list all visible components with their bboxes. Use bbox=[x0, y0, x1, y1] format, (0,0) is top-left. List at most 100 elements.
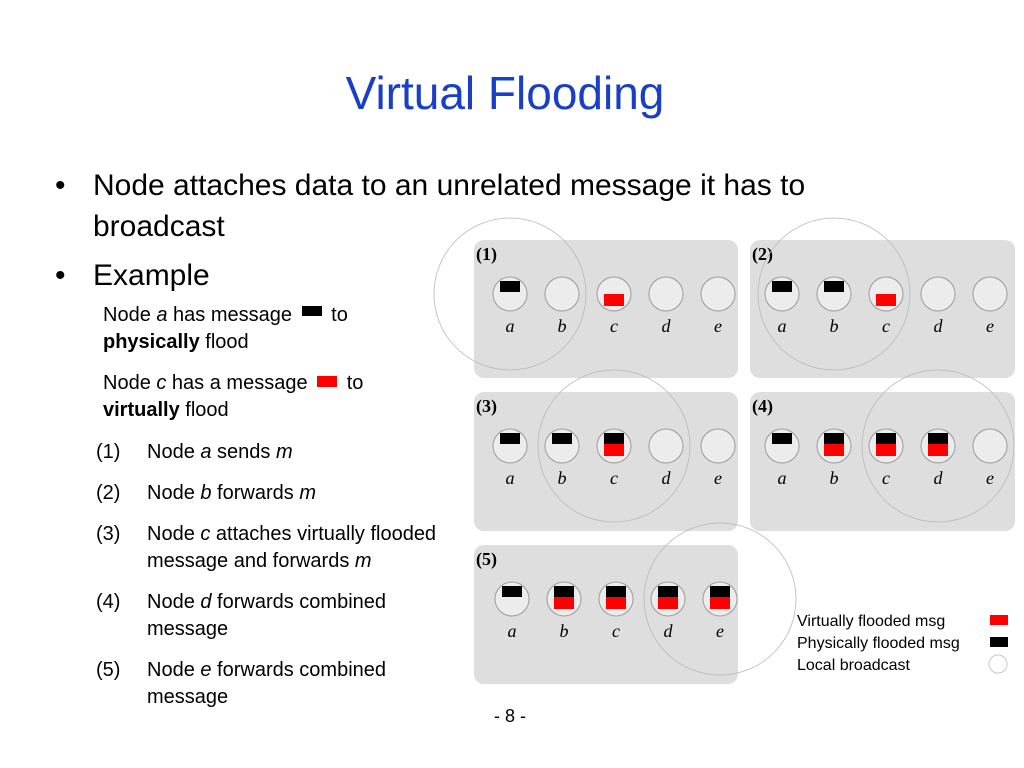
node-d bbox=[920, 276, 956, 312]
physical-msg-mark bbox=[928, 433, 948, 444]
node-label: d bbox=[664, 621, 674, 641]
node-label: c bbox=[612, 621, 620, 641]
step-text: Node bbox=[147, 523, 201, 545]
step-text: message bbox=[147, 686, 229, 708]
virtual-msg-mark bbox=[876, 444, 896, 456]
node-name: e bbox=[200, 659, 212, 681]
node-label: b bbox=[558, 316, 567, 336]
node-label: c bbox=[882, 316, 890, 336]
node-label: c bbox=[610, 316, 618, 336]
legend-virtual-mark bbox=[990, 615, 1008, 625]
bullet-text-line2: broadcast bbox=[93, 210, 225, 243]
example-text: has message bbox=[167, 304, 293, 326]
example-physical-line2: physically flood bbox=[103, 329, 249, 356]
step-text: forwards bbox=[211, 482, 300, 504]
virtual-msg-mark bbox=[658, 597, 678, 609]
physical-msg-mark bbox=[502, 586, 522, 597]
broadcast-range bbox=[537, 369, 691, 523]
example-virtual-line: Node c has a message to bbox=[103, 370, 363, 397]
node-d bbox=[648, 276, 684, 312]
node-label: e bbox=[714, 468, 722, 488]
message-name: m bbox=[275, 441, 293, 463]
virtual-msg-mark bbox=[604, 444, 624, 456]
example-text: to bbox=[341, 372, 364, 394]
node-d bbox=[648, 428, 684, 464]
physical-msg-mark bbox=[604, 433, 624, 444]
node-name: b bbox=[200, 482, 212, 504]
step-text: message bbox=[147, 618, 229, 640]
broadcast-range bbox=[433, 217, 587, 371]
example-text: Node bbox=[103, 304, 157, 326]
physical-msg-mark bbox=[500, 281, 520, 292]
node-label: e bbox=[986, 316, 994, 336]
step-number: (3) bbox=[96, 523, 121, 545]
broadcast-range bbox=[643, 522, 797, 676]
node-name: c bbox=[200, 523, 211, 545]
physical-msg-mark bbox=[772, 433, 792, 444]
virtual-msg-icon bbox=[317, 376, 338, 387]
legend-broadcast-mark bbox=[988, 654, 1008, 674]
virtual-msg-mark bbox=[604, 294, 624, 306]
physical-msg-mark bbox=[876, 433, 896, 444]
node-label: a bbox=[778, 468, 787, 488]
page-number: - 8 - bbox=[493, 706, 526, 726]
node-label: b bbox=[558, 468, 567, 488]
virtual-msg-mark bbox=[554, 597, 574, 609]
physical-msg-mark bbox=[658, 586, 678, 597]
step-text: Node bbox=[147, 482, 201, 504]
node-e bbox=[700, 428, 736, 464]
node-label: b bbox=[830, 316, 839, 336]
step-number: (4) bbox=[96, 591, 121, 613]
step-number: (1) bbox=[96, 441, 121, 463]
message-name: m bbox=[354, 550, 372, 572]
node-label: e bbox=[986, 468, 994, 488]
node-name: a bbox=[156, 304, 168, 326]
physical-msg-mark bbox=[554, 586, 574, 597]
virtual-msg-mark bbox=[606, 597, 626, 609]
example-text: Node bbox=[103, 372, 157, 394]
node-name: a bbox=[200, 441, 212, 463]
node-label: a bbox=[506, 468, 515, 488]
virtual-msg-mark bbox=[710, 597, 730, 609]
panel-label: (4) bbox=[752, 396, 773, 417]
example-text: flood bbox=[179, 399, 229, 421]
node-label: d bbox=[662, 468, 672, 488]
physical-msg-mark bbox=[606, 586, 626, 597]
physical-msg-mark bbox=[552, 433, 572, 444]
virtual-msg-mark bbox=[876, 294, 896, 306]
step-text: forwards combined bbox=[211, 591, 387, 613]
bullet-text-example: Example bbox=[93, 259, 210, 292]
node-label: c bbox=[882, 468, 890, 488]
broadcast-layer bbox=[433, 217, 1015, 676]
step-text: sends bbox=[211, 441, 276, 463]
example-physical-line: Node a has message to bbox=[103, 302, 348, 329]
panel-label: (5) bbox=[476, 549, 497, 570]
physical-msg-mark bbox=[824, 433, 844, 444]
bullet-glyph: • bbox=[55, 259, 66, 292]
example-text: flood bbox=[199, 331, 249, 353]
virtual-msg-mark bbox=[824, 444, 844, 456]
virtual-msg-mark bbox=[928, 444, 948, 456]
broadcast-range bbox=[861, 369, 1015, 523]
node-name: c bbox=[156, 372, 167, 394]
node-e bbox=[972, 276, 1008, 312]
node-name: d bbox=[200, 591, 212, 613]
node-label: a bbox=[506, 316, 515, 336]
physical-msg-mark bbox=[710, 586, 730, 597]
message-name: m bbox=[299, 482, 316, 504]
legend-virtual: Virtually flooded msg bbox=[797, 613, 946, 630]
node-label: b bbox=[830, 468, 839, 488]
node-label: d bbox=[662, 316, 672, 336]
legend-broadcast: Local broadcast bbox=[797, 657, 910, 674]
physical-msg-icon bbox=[301, 306, 322, 316]
legend-physical: Physically flooded msg bbox=[797, 635, 960, 652]
bullet-text-line1: Node attaches data to an unrelated messa… bbox=[93, 169, 806, 202]
panel-label: (2) bbox=[752, 244, 773, 265]
step-text: forwards combined bbox=[211, 659, 387, 681]
node-label: a bbox=[508, 621, 517, 641]
